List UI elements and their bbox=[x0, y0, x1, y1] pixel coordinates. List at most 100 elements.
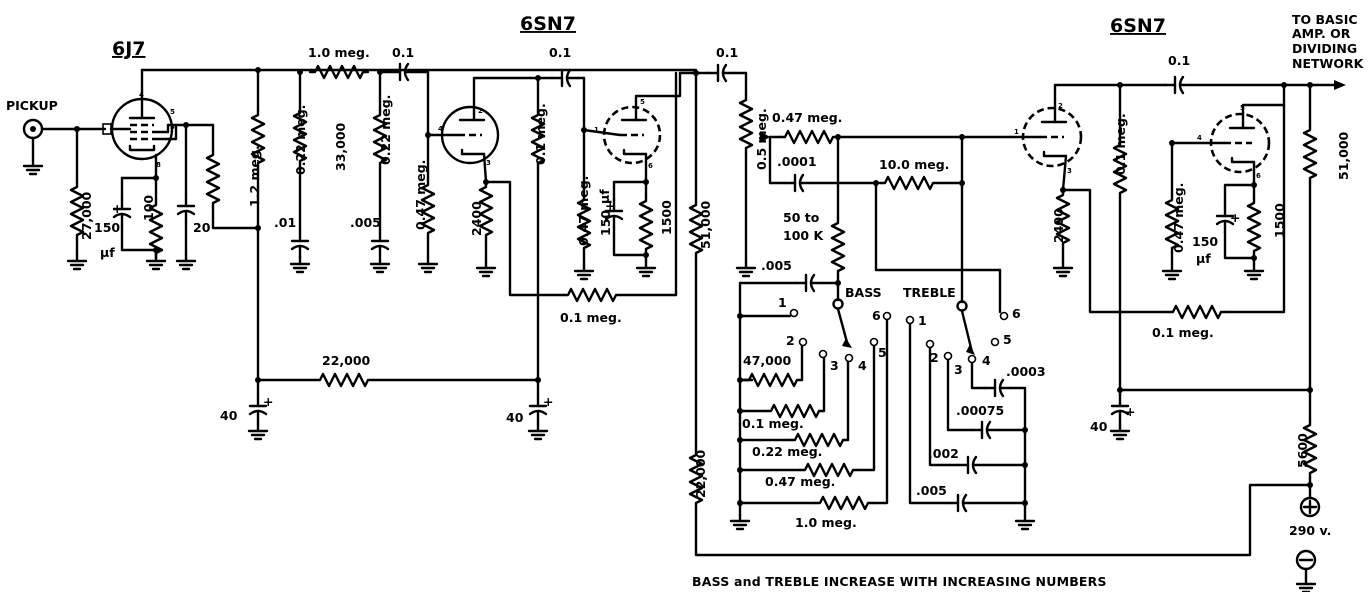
pickup-jack-icon bbox=[22, 118, 44, 176]
svg-text:5: 5 bbox=[640, 98, 645, 106]
svg-text:5: 5 bbox=[170, 108, 175, 116]
resistor-0-47meg-tc-icon bbox=[778, 129, 840, 145]
bass-label: BASS bbox=[845, 285, 882, 300]
label-r-5600: 5600 bbox=[1295, 433, 1310, 468]
label-r-0-1meg-fb-a: 0.1 meg. bbox=[560, 310, 622, 325]
label-c-150uf-c: 150 bbox=[1192, 234, 1218, 249]
treble-pos-6: 6 bbox=[1012, 306, 1021, 321]
label-c-002: .002 bbox=[928, 446, 959, 461]
label-c-150uf-a: 150 bbox=[94, 220, 120, 235]
label-c-0-1-a: 0.1 bbox=[392, 45, 414, 60]
capacitor-005-a-icon bbox=[370, 228, 390, 259]
label-r-33000: 33,000 bbox=[333, 122, 348, 171]
label-uf-c: µf bbox=[1196, 251, 1211, 266]
resistor-22000-dec-icon bbox=[313, 372, 375, 388]
supply-minus-icon bbox=[1295, 549, 1317, 592]
label-c-00075: .00075 bbox=[956, 403, 1004, 418]
label-r-1-0meg-bass: 1.0 meg. bbox=[795, 515, 857, 530]
capacitor-0-1-c-icon bbox=[706, 63, 736, 83]
tube-label-6sn7-a: 6SN7 bbox=[520, 13, 576, 35]
svg-text:3: 3 bbox=[486, 159, 491, 167]
capacitor-20-icon bbox=[176, 193, 196, 224]
label-r-47000: 47,000 bbox=[743, 353, 792, 368]
bass-switch-icon bbox=[832, 298, 852, 348]
resistor-51000-b-icon bbox=[1302, 123, 1318, 185]
tube-6sn7-a-icon: 2 4 3 bbox=[426, 105, 500, 167]
label-r-0-5meg-pot: 0.5 meg. bbox=[754, 108, 769, 170]
svg-text:3: 3 bbox=[170, 123, 175, 131]
capacitor-0-1-a-icon bbox=[388, 62, 418, 82]
output-label-1: TO BASIC bbox=[1292, 12, 1358, 27]
svg-text:+: + bbox=[112, 201, 122, 216]
label-r-2400-b: 2400 bbox=[1051, 208, 1066, 243]
treble-switch-icon bbox=[956, 300, 975, 355]
label-r-100: 100 bbox=[141, 195, 156, 221]
resistor-0-1meg-fb-a-icon bbox=[561, 287, 623, 303]
label-c-20: 20 bbox=[193, 220, 211, 235]
capacitor-002-icon bbox=[956, 455, 986, 475]
resistor-1500-b-icon bbox=[1246, 196, 1262, 258]
label-c-005-a: .005 bbox=[350, 215, 381, 230]
label-c-01: .01 bbox=[274, 215, 296, 230]
output-label-2: AMP. OR bbox=[1292, 26, 1351, 41]
tube-6j7-icon: 4 5 3 8 bbox=[109, 91, 175, 169]
svg-text:3: 3 bbox=[1067, 167, 1072, 175]
capacitor-01-icon bbox=[290, 228, 310, 259]
label-uf-a: µf bbox=[100, 245, 115, 260]
resistor-0-1meg-fb-b-icon bbox=[1166, 304, 1228, 320]
label-r-0-1meg-bass: 0.1 meg. bbox=[742, 416, 804, 431]
supply-plus-icon bbox=[1299, 496, 1321, 518]
label-r-0-47meg-grid-b: 0.47 meg. bbox=[576, 176, 591, 246]
capacitor-0-1-b-icon bbox=[550, 68, 580, 88]
label-c-0-1-c: 0.1 bbox=[716, 45, 738, 60]
output-label-4: NETWORK bbox=[1292, 56, 1365, 71]
capacitor-0001-icon bbox=[783, 173, 813, 193]
tube-label-6j7: 6J7 bbox=[112, 38, 146, 60]
tube-6sn7-b-icon: 2 1 3 bbox=[1008, 102, 1083, 175]
treble-pos-5: 5 bbox=[1003, 332, 1012, 347]
label-r-27000: 27,000 bbox=[79, 191, 94, 240]
label-c-0001: .0001 bbox=[777, 154, 817, 169]
label-r-22000-b: 22,000 bbox=[693, 449, 708, 498]
svg-text:+: + bbox=[605, 198, 615, 213]
svg-text:6: 6 bbox=[648, 162, 653, 170]
label-r-50to100k-2: 100 K bbox=[783, 228, 824, 243]
tube-label-6sn7-b: 6SN7 bbox=[1110, 15, 1166, 37]
resistor-1500-a-icon bbox=[638, 194, 654, 256]
resistor-1-0meg-series-icon bbox=[308, 64, 370, 80]
capacitor-00075-icon bbox=[970, 420, 1000, 440]
bass-pos-5: 5 bbox=[878, 345, 887, 360]
capacitor-005-treble-icon bbox=[946, 493, 976, 513]
label-c-0-1-b: 0.1 bbox=[549, 45, 571, 60]
label-r-22000-dec: 22,000 bbox=[322, 353, 371, 368]
output-arrow-icon bbox=[1334, 80, 1346, 90]
output-label-3: DIVIDING bbox=[1292, 41, 1357, 56]
label-c-0003: .0003 bbox=[1006, 364, 1046, 379]
tube-6sn7-b2-icon: 5 4 6 bbox=[1197, 104, 1271, 180]
treble-label: TREBLE bbox=[903, 285, 956, 300]
potentiometer-0-5meg-icon bbox=[738, 93, 754, 155]
svg-text:2: 2 bbox=[1058, 102, 1063, 110]
label-r-10meg: 10.0 meg. bbox=[879, 157, 949, 172]
svg-text:8: 8 bbox=[156, 161, 161, 169]
label-r-0-1meg-plate-b: 0.1 meg. bbox=[1113, 113, 1128, 175]
svg-text:4: 4 bbox=[438, 125, 443, 133]
svg-text:4: 4 bbox=[1197, 134, 1202, 142]
bass-pos-6: 6 bbox=[872, 308, 881, 323]
capacitor-005-bass-icon bbox=[794, 273, 824, 293]
resistor-1-0meg-bass-icon bbox=[813, 495, 875, 511]
resistor-1-2meg-icon bbox=[205, 148, 221, 210]
label-r-0-47meg-tc: 0.47 meg. bbox=[772, 110, 842, 125]
label-c-40-b: 40 bbox=[506, 410, 524, 425]
capacitor-0003-icon bbox=[983, 378, 1013, 398]
svg-text:+: + bbox=[1125, 404, 1135, 419]
bass-pos-4: 4 bbox=[858, 358, 867, 373]
svg-text:1: 1 bbox=[1014, 128, 1019, 136]
label-c-150uf-b: 150 bbox=[598, 210, 613, 236]
label-r-51000-b: 51,000 bbox=[1336, 131, 1351, 180]
bass-pos-2: 2 bbox=[786, 333, 795, 348]
label-r-1500-b: 1500 bbox=[1272, 203, 1287, 238]
diagram-caption: BASS and TREBLE INCREASE WITH INCREASING… bbox=[692, 574, 1107, 589]
label-r-1-2meg: 1.2 meg. bbox=[247, 145, 262, 207]
